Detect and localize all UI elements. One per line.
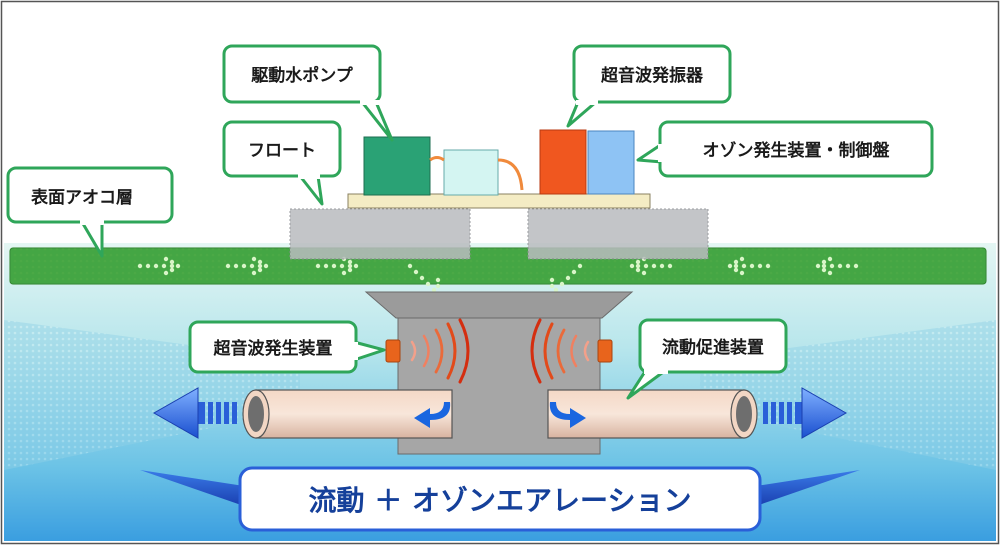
oscillator-box	[539, 129, 587, 195]
ozone-panel-box	[587, 130, 635, 195]
deck-plate	[347, 193, 651, 209]
right-flow-arrow-1	[137, 256, 181, 276]
callout-flow-promoter: 流動促進装置	[626, 318, 788, 400]
curved-arrow-left	[414, 402, 451, 428]
label-oscillator: 超音波発振器	[601, 65, 704, 86]
callout-algae: 表面アオコ層	[6, 166, 174, 258]
pump-box	[363, 136, 431, 196]
label-generator: 超音波発生装置	[214, 338, 333, 359]
outflow-arrow-right	[763, 387, 848, 439]
left-flow-arrow-3	[815, 256, 859, 276]
left-flow-arrow-2	[727, 256, 771, 276]
banner-title: 流動 ＋ オゾンエアレーション	[309, 484, 692, 517]
sound-waves-left	[410, 318, 470, 384]
label-ozone: オゾン発生装置・制御盤	[703, 140, 891, 161]
pipe-right	[547, 389, 758, 439]
float-left	[289, 208, 471, 260]
pipe-left	[242, 389, 453, 439]
label-float: フロート	[248, 141, 316, 161]
callout-oscillator: 超音波発振器	[566, 44, 732, 128]
right-flow-arrow-2	[225, 256, 269, 276]
coupling-box	[443, 149, 499, 196]
cable-left	[429, 156, 445, 162]
banner-wing-right	[756, 470, 860, 506]
curved-arrow-right	[549, 402, 586, 428]
transducer-right	[597, 339, 613, 363]
right-flow-arrow-3	[315, 256, 359, 276]
float-right	[527, 208, 709, 260]
callout-float: フロート	[222, 120, 342, 206]
banner-box	[238, 466, 762, 532]
callout-generator: 超音波発生装置	[188, 320, 386, 374]
label-flow-promoter: 流動促進装置	[662, 337, 764, 358]
cable-right	[497, 158, 524, 191]
callout-ozone: オゾン発生装置・制御盤	[636, 120, 934, 178]
sound-waves-right	[530, 318, 590, 384]
left-flow-arrow-1	[629, 256, 673, 276]
intake-funnel	[364, 291, 634, 319]
label-pump: 駆動水ポンプ	[251, 65, 353, 86]
outflow-arrow-left	[152, 387, 237, 439]
label-algae: 表面アオコ層	[31, 187, 133, 208]
callout-pump: 駆動水ポンプ	[222, 44, 394, 142]
transducer-left	[385, 339, 401, 363]
banner-wing-left	[140, 470, 244, 506]
